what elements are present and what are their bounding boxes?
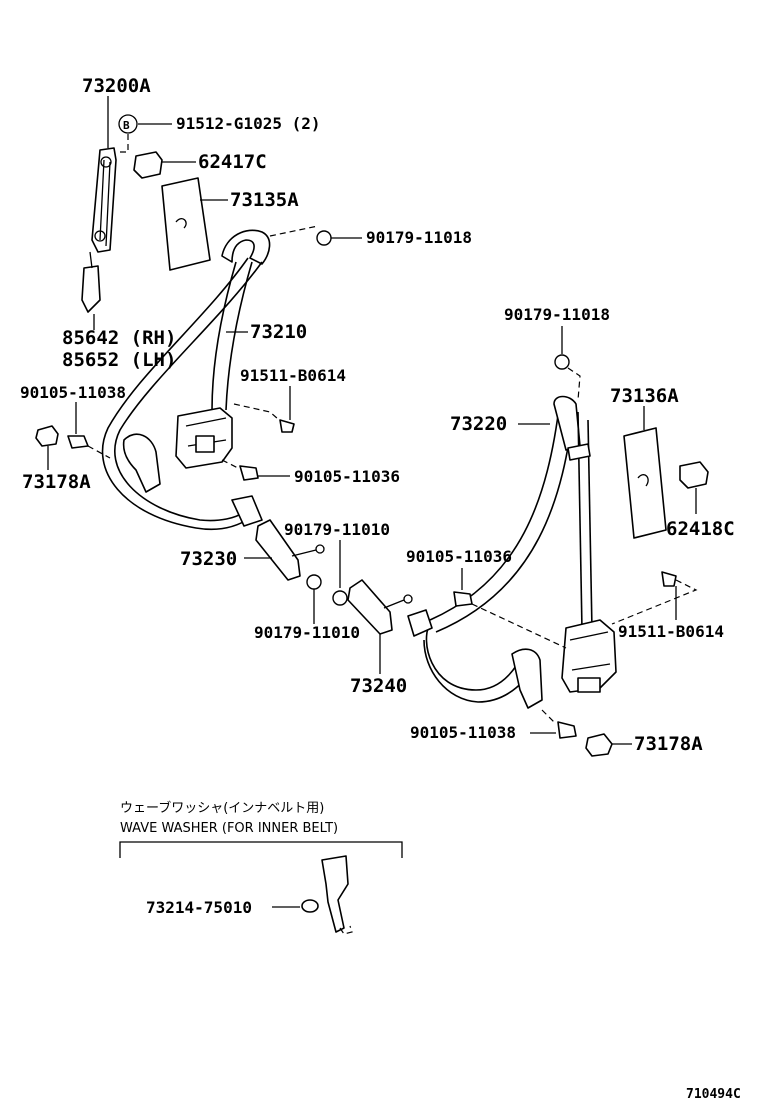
label-90105-11036-right: 90105-11036 [406, 547, 512, 566]
label-90105-11036-left: 90105-11036 [294, 467, 400, 486]
outer-belt-73210 [101, 229, 271, 531]
label-73200A: 73200A [82, 75, 151, 97]
label-73178A-right: 73178A [634, 733, 703, 755]
b-marker-icon [118, 114, 138, 134]
pillar-cover-73136A [623, 427, 667, 539]
nut-90179-11010-right [332, 590, 348, 606]
bolt-90105-11038-left [67, 435, 89, 449]
bolt-91511-B0614-upper [279, 419, 295, 433]
label-73220: 73220 [450, 413, 507, 435]
cap-73178A-left [35, 425, 59, 447]
label-90179-11018-top: 90179-11018 [366, 228, 472, 247]
label-73135A: 73135A [230, 189, 299, 211]
inner-belt-73220 [407, 395, 617, 709]
cover-62418C [679, 461, 709, 489]
label-73178A-left: 73178A [22, 471, 91, 493]
label-91512-G1025: 91512-G1025 (2) [176, 114, 321, 133]
label-73240: 73240 [350, 675, 407, 697]
nut-90179-11018-right [554, 354, 570, 370]
buckle-stalk-73230 [255, 519, 301, 581]
bolt-90105-11038-right [557, 721, 577, 739]
label-90179-11010-lower: 90179-11010 [254, 623, 360, 642]
nut-90179-11010-left [306, 574, 322, 590]
wave-washer-inset: ウェーブワッシャ(インナベルト用) WAVE WASHER (FOR INNER… [119, 800, 403, 935]
cap-73178A-right [585, 733, 613, 757]
bolt-90105-11036-right [453, 591, 473, 607]
label-85652-lh: 85652 (LH) [62, 349, 176, 371]
label-85642-rh: 85642 (RH) [62, 327, 176, 349]
label-62418C: 62418C [666, 518, 735, 540]
buckle-tongue-inset [321, 855, 349, 933]
bolt-90105-11036-left [239, 465, 259, 481]
label-62417C: 62417C [198, 151, 267, 173]
label-b-marker: B [123, 119, 130, 132]
label-90105-11038-left: 90105-11038 [20, 383, 126, 402]
label-90105-11038-right: 90105-11038 [410, 723, 516, 742]
label-91511-B0614-upper: 91511-B0614 [240, 366, 346, 385]
height-adjuster-73200A [81, 96, 117, 313]
label-73230: 73230 [180, 548, 237, 570]
inset-title-en: WAVE WASHER (FOR INNER BELT) [120, 821, 338, 836]
label-90179-11018-right: 90179-11018 [504, 305, 610, 324]
nut-90179-11018-top [316, 230, 332, 246]
label-73136A: 73136A [610, 385, 679, 407]
buckle-stalk-73240 [347, 579, 393, 635]
figure-code: 710494C [686, 1087, 741, 1102]
label-73214-75010: 73214-75010 [146, 898, 252, 917]
bolt-91511-B0614-right [661, 571, 677, 587]
wave-washer-icon [301, 899, 319, 913]
cover-62417C [133, 151, 163, 179]
inset-title-jp: ウェーブワッシャ(インナベルト用) [120, 800, 324, 816]
label-91511-B0614-right: 91511-B0614 [618, 622, 724, 641]
label-90179-11010-upper: 90179-11010 [284, 520, 390, 539]
label-73210: 73210 [250, 321, 307, 343]
